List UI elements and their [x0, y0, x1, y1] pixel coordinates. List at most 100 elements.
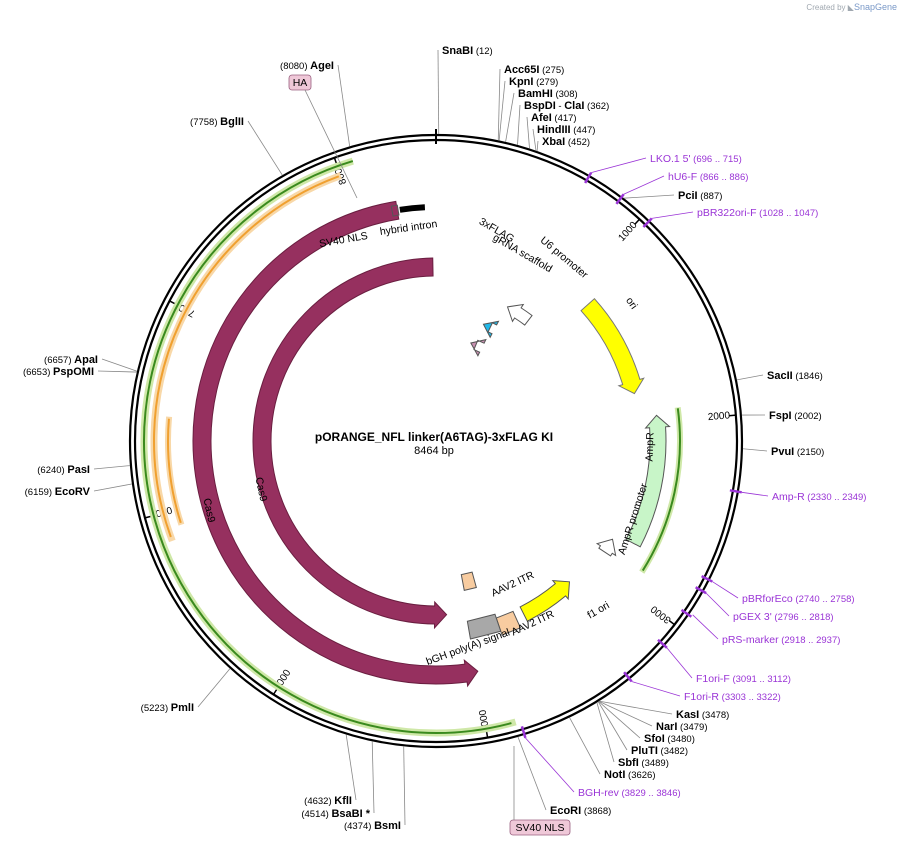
- site-label: Acc65I (275): [504, 64, 564, 76]
- site-kfli: (4632) KflI: [304, 734, 357, 807]
- site-leader: [197, 668, 231, 708]
- snapgene-logo-icon: ◣: [847, 3, 854, 12]
- sv40-nls-tag-box: [509, 819, 571, 836]
- site-kpni: KpnI (279): [498, 76, 558, 141]
- site-sbfi: SbfI (3489): [596, 702, 669, 769]
- site-label: NotI (3626): [604, 769, 656, 781]
- bgh-box: [466, 613, 502, 640]
- credit-brand: SnapGene: [853, 2, 897, 12]
- scale-tick: [668, 619, 675, 626]
- f1orir-primer-mark: [623, 671, 633, 683]
- site-label: XbaI (452): [542, 136, 590, 148]
- ha-tag-text: HA: [293, 77, 308, 89]
- site-bglii: (7758) BglII: [190, 116, 283, 176]
- site-xbai: XbaI (452): [536, 136, 590, 152]
- site-label: (8080) AgeI: [280, 60, 334, 72]
- grna-arrow: [482, 320, 500, 339]
- site-label: SacII (1846): [767, 370, 823, 382]
- primer-label: Amp-R (2330 .. 2349): [772, 491, 866, 503]
- site-leader: [93, 483, 133, 492]
- primer-leader: [692, 614, 719, 640]
- site-label: (6657) ApaI: [44, 354, 98, 366]
- site-label: NarI (3479): [656, 721, 708, 733]
- primer-label: pBR322ori-F (1028 .. 1047): [697, 207, 818, 219]
- site-leader: [598, 700, 653, 727]
- primer-8: F1ori-R (3303 .. 3322): [631, 681, 781, 703]
- primer-leader: [712, 581, 739, 599]
- cas9-inner-label: Cas9: [253, 476, 270, 503]
- cas9-outer-label: Cas9: [201, 497, 218, 524]
- flag-arrow: [470, 338, 487, 357]
- primer-label: F1ori-F (3091 .. 3112): [696, 673, 791, 685]
- f1orif-primer-mark: [657, 638, 668, 649]
- site-label: KasI (3478): [676, 709, 729, 721]
- site-label: AfeI (417): [531, 112, 577, 124]
- site-label: BamHI (308): [518, 88, 578, 100]
- site-label: (4632) KflI: [304, 795, 352, 807]
- aav-itr-1-label: AAV2 ITR: [489, 569, 536, 599]
- plasmid-name: pORANGE_NFL linker(A6TAG)-3xFLAG KI: [315, 430, 553, 444]
- site-leader: [437, 49, 440, 135]
- primer-9: BGH-rev (3829 .. 3846): [525, 737, 681, 799]
- site-leader: [623, 194, 675, 199]
- site-label: (6240) PasI: [37, 464, 90, 476]
- site-leader: [345, 734, 357, 801]
- site-afei: AfeI (417): [526, 112, 577, 149]
- primer-leader: [623, 175, 665, 195]
- site-leader: [742, 448, 768, 452]
- primer-leader: [631, 681, 681, 697]
- site-bspdi: BspDI - ClaI (362): [517, 100, 609, 146]
- primer-leader: [705, 592, 730, 617]
- credit-prefix: Created by: [806, 3, 846, 12]
- cas9-inner-arrow: [252, 257, 448, 630]
- site-label: (7758) BglII: [190, 116, 244, 128]
- cas9-outer-arrow: [192, 200, 479, 688]
- primer-4: pBRforEco (2740 .. 2758): [712, 581, 855, 605]
- hu6-primer-mark: [615, 193, 625, 205]
- site-leader: [93, 465, 131, 470]
- primer-label: LKO.1 5' (696 .. 715): [650, 153, 742, 165]
- primer-6: pRS-marker (2918 .. 2937): [692, 614, 840, 646]
- site-label: HindIII (447): [537, 124, 595, 136]
- site-label: PluTI (3482): [631, 745, 688, 757]
- primer-leader: [741, 491, 769, 497]
- site-hindiii: HindIII (447): [532, 124, 595, 151]
- ampr-label: AmpR: [643, 432, 656, 462]
- lko-primer-mark: [584, 171, 593, 184]
- bgh-label: bGH poly(A) signal: [425, 626, 512, 667]
- amp-track: [641, 408, 681, 572]
- site-leader: [597, 701, 628, 751]
- pgex-primer-mark: [695, 586, 707, 595]
- ampr-primer-mark: [729, 489, 742, 494]
- site-leader: [247, 120, 283, 176]
- ha-leader: [304, 89, 358, 199]
- plasmid-size: 8464 bp: [414, 445, 454, 457]
- site-label: SfoI (3480): [644, 733, 695, 745]
- site-label: PvuI (2150): [771, 446, 824, 458]
- site-label: PciI (887): [678, 190, 722, 202]
- orange-track: [153, 175, 340, 538]
- site-leader: [536, 140, 539, 152]
- site-sacii: SacII (1846): [736, 370, 823, 382]
- primer-label: BGH-rev (3829 .. 3846): [578, 787, 681, 799]
- site-label: KpnI (279): [509, 76, 558, 88]
- site-acc65i: Acc65I (275): [497, 64, 564, 141]
- site-leader: [596, 702, 615, 763]
- primer-leader: [666, 647, 693, 679]
- primer-label: pGEX 3' (2796 .. 2818): [733, 611, 834, 623]
- primer-5: pGEX 3' (2796 .. 2818): [705, 592, 834, 623]
- bgh-primer-mark: [520, 725, 527, 739]
- site-nari: NarI (3479): [598, 700, 708, 733]
- primer-3: Amp-R (2330 .. 2349): [741, 491, 866, 503]
- ha-tag-box: [288, 74, 312, 91]
- site-label: SnaBI (12): [442, 45, 493, 57]
- scale-tick-label: 3000: [649, 603, 674, 626]
- site-leader: [97, 370, 137, 373]
- site-pluti: PluTI (3482): [597, 701, 688, 757]
- site-label: SbfI (3489): [618, 757, 669, 769]
- hybrid-intron-arc: [399, 204, 426, 213]
- primer-leader: [591, 157, 647, 173]
- site-leader: [371, 741, 375, 814]
- site-pasi: (6240) PasI: [37, 464, 131, 476]
